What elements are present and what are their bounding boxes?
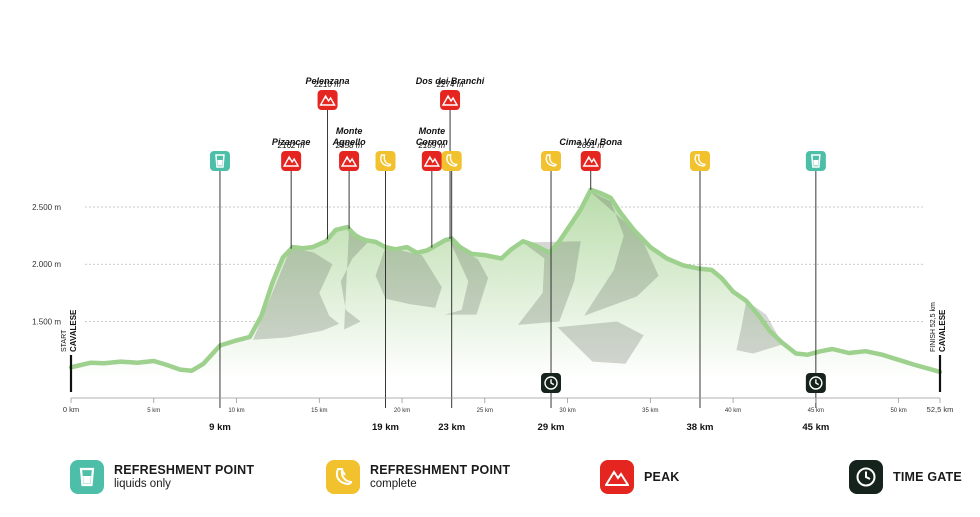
clock-icon [805,373,826,393]
peak-elevation: 2189 m [417,141,445,150]
snow-cap [428,157,432,160]
snow-cap [587,157,591,160]
banana-shape [446,154,458,167]
x-tick-label: 40 km [725,408,741,414]
legend-title: TIME GATE [893,470,962,484]
peak-name: Pelenzana [306,76,350,86]
x-tick-label: 15 km [311,408,327,414]
cup-shape [215,154,225,168]
x-tick-label: 25 km [477,408,493,414]
legend-item-peak: PEAK [600,460,680,494]
mountain-icon [421,151,442,171]
x-tick-label: 5 km [147,408,160,414]
peak-name: Cornon [416,137,448,147]
mountain-icon [440,90,461,110]
banana-shape [694,154,706,167]
banana-icon [689,151,710,171]
cup-fill [813,160,819,166]
finish-label-town: CAVALESE [938,309,947,352]
x-tick-label: 20 km [394,408,410,414]
mountain-shading [517,241,581,325]
clock-icon [849,460,883,494]
banana-icon [375,151,396,171]
peak-name: Cima Val Bona [559,137,622,147]
banana-icon [326,460,360,494]
mountain-icon [317,90,338,110]
profile-line [68,187,943,375]
x-tick-label: 30 km [559,408,575,414]
mountain-shading [253,247,340,340]
mountain-icon [339,151,360,171]
mountain-shading [375,247,442,308]
legend-title: REFRESHMENT POINT [114,463,255,477]
banana-icon [441,151,462,171]
km-marker-label: 45 km [802,422,829,433]
clock-hands [550,379,555,386]
km-marker-label: 38 km [687,422,714,433]
y-tick-label: 2.500 m [32,203,61,212]
cup-fill [217,160,223,166]
x-tick-label: 10 km [228,408,244,414]
finish-label: FINISH 52,5 km [930,302,937,352]
snow-cap [287,157,291,160]
legend-title: PEAK [644,470,680,484]
mountain-icon [600,460,634,494]
peak-elevation: 2274 m [436,80,464,89]
mountain-shading [340,227,369,330]
snow-cap [345,157,349,160]
start-label: START [61,329,68,352]
peak-name: Agnello [332,137,367,147]
legend-subtitle: liquids only [114,478,171,490]
mountain-shading [445,241,489,315]
legend-subtitle: complete [370,478,417,490]
banana-icon [541,151,562,171]
y-tick-label: 1.500 m [32,317,61,326]
peak-name: Monte [336,126,363,136]
km-marker-label: 29 km [538,422,565,433]
mountain-shading [557,321,644,364]
legend-item-complete: REFRESHMENT POINT complete [326,460,510,494]
km-marker-label: 23 km [438,422,465,433]
peak-name: Dos dei Branchi [416,76,485,86]
mountain-icon [281,151,302,171]
peak-elevation: 2691 m [576,141,604,150]
x-tick-label: 0 km [63,405,79,414]
x-tick-label: 50 km [890,408,906,414]
clock-face [809,376,823,390]
mountain-shading [736,300,783,354]
peak-elevation: 2210 m [313,80,341,89]
snow-cap [324,96,327,99]
x-tick-label: 35 km [642,408,658,414]
banana-shape [380,154,392,167]
peak-name: Pizancae [272,137,311,147]
mountain-shading [584,192,659,316]
cup-icon [805,151,826,171]
cup-icon [70,460,104,494]
clock-hands [815,379,820,386]
cup-shape [811,154,821,168]
peak-elevation: 2358 m [335,141,363,150]
clock-icon [541,373,562,393]
x-tick-label: 45 km [808,408,824,414]
profile-area-layer [68,187,943,379]
mountain-icon [580,151,601,171]
km-marker-label: 19 km [372,422,399,433]
clock-face [544,376,558,390]
legend-item-gate: TIME GATE [849,460,962,494]
legend-item-liquids: REFRESHMENT POINT liquids only [70,460,254,494]
axis-layer: 0 km 5 km 10 km 15 km 20 km 25 km 30 km 35 km 40… [61,302,953,414]
legend-title: REFRESHMENT POINT [370,463,511,477]
banana-shape [545,154,557,167]
cup-icon [209,151,230,171]
profile-fill [71,189,940,379]
x-tick-label: 52,5 km [927,405,954,414]
snow-cap [446,96,450,99]
km-marker-label: 9 km [209,422,231,433]
peak-elevation: 2162 m [277,141,305,150]
start-label-town: CAVALESE [69,309,78,352]
y-tick-label: 2.000 m [32,260,61,269]
peak-name: Monte [419,126,446,136]
